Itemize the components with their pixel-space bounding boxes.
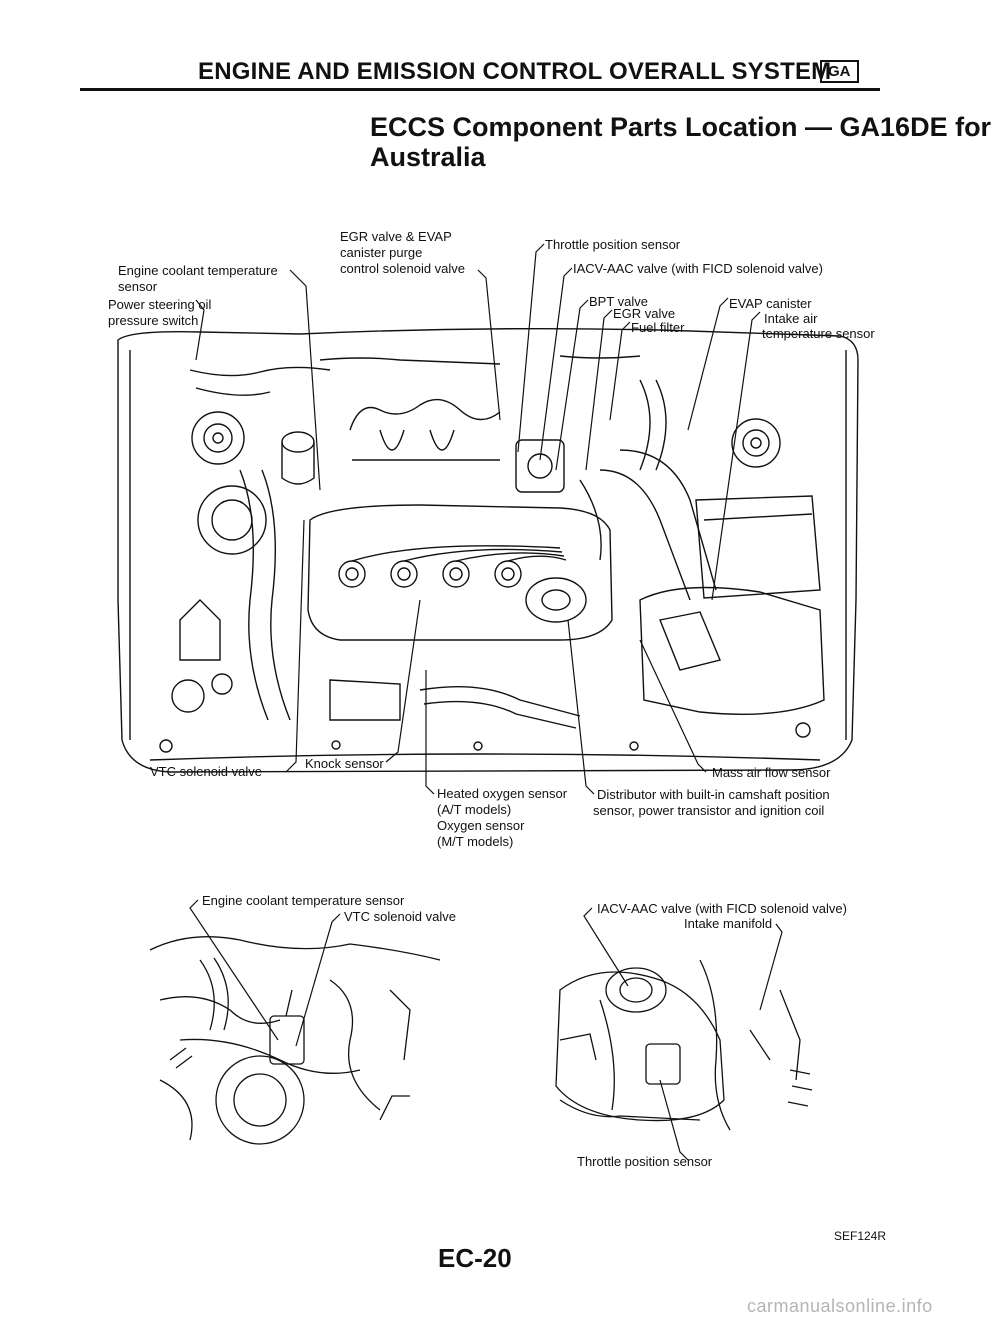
label-throttle-position-sensor: Throttle position sensor xyxy=(545,237,681,252)
label-heated-o2-line1: Heated oxygen sensor xyxy=(437,786,568,801)
label-egr-valve: EGR valve xyxy=(613,306,676,321)
label-iacv-aac-valve: IACV-AAC valve (with FICD solenoid valve… xyxy=(573,261,823,276)
label-distributor-line1: Distributor with built-in camshaft posit… xyxy=(597,787,830,802)
detail-left-coolant-temp-label: Engine coolant temperature sensor xyxy=(202,893,405,908)
label-coolant-temp-line1: Engine coolant temperature xyxy=(118,263,278,278)
watermark: carmanualsonline.info xyxy=(747,1296,933,1316)
detail-left-vtc-solenoid-label: VTC solenoid valve xyxy=(344,909,456,924)
label-mass-air-flow-sensor: Mass air flow sensor xyxy=(712,765,831,780)
label-fuel-filter: Fuel filter xyxy=(631,320,685,335)
label-egr-evap-line1: EGR valve & EVAP xyxy=(340,229,452,244)
label-evap-canister: EVAP canister xyxy=(729,296,812,311)
section-title-line2: Australia xyxy=(370,142,486,172)
label-heated-o2-line3: Oxygen sensor xyxy=(437,818,525,833)
label-heated-o2-line4: (M/T models) xyxy=(437,834,514,849)
section-badge: GA xyxy=(820,60,859,83)
detail-right-intake-manifold-label: Intake manifold xyxy=(684,916,773,931)
section-title-line1: ECCS Component Parts Location — GA16DE f… xyxy=(370,112,991,142)
label-knock-sensor: Knock sensor xyxy=(305,756,384,771)
label-intake-air-line2: temperature sensor xyxy=(762,326,875,341)
label-bpt-valve: BPT valve xyxy=(589,294,649,309)
label-egr-evap-line3: control solenoid valve xyxy=(340,261,466,276)
label-distributor-line2: sensor, power transistor and ignition co… xyxy=(593,803,825,818)
header-rule xyxy=(80,88,880,91)
detail-right-throttle-position-label: Throttle position sensor xyxy=(577,1154,713,1169)
label-egr-evap-line2: canister purge xyxy=(340,245,423,260)
page-number: EC-20 xyxy=(438,1243,512,1273)
figure-code: SEF124R xyxy=(834,1229,887,1243)
label-heated-o2-line2: (A/T models) xyxy=(437,802,512,817)
detail-right-iacv-aac-label: IACV-AAC valve (with FICD solenoid valve… xyxy=(597,901,847,916)
label-intake-air-line1: Intake air xyxy=(764,311,818,326)
page-header-title: ENGINE AND EMISSION CONTROL OVERALL SYST… xyxy=(198,58,832,85)
label-power-steering-line2: pressure switch xyxy=(108,313,199,328)
label-coolant-temp-line2: sensor xyxy=(118,279,158,294)
label-power-steering-line1: Power steering oil xyxy=(108,297,212,312)
engine-bay-illustration xyxy=(117,243,859,1161)
label-vtc-solenoid-valve: VTC solenoid valve xyxy=(150,764,262,779)
